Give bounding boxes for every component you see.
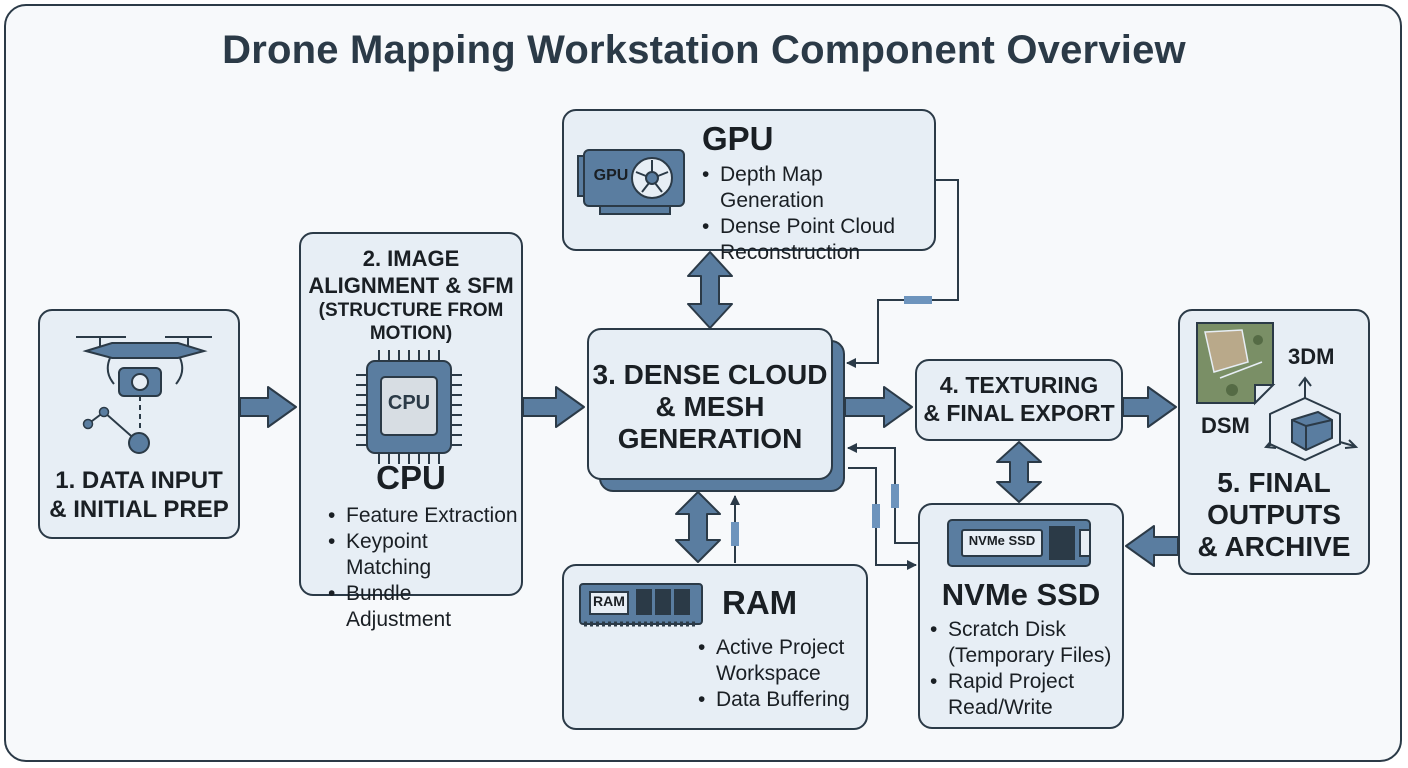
nvme-ssd-icon bbox=[947, 519, 1091, 567]
arrow-dense-ram-bidirectional bbox=[675, 491, 721, 563]
gpu-bullet: Depth Map Generation bbox=[702, 162, 928, 214]
outputs-title-line3: & ARCHIVE bbox=[1197, 531, 1351, 562]
outputs-title-line2: OUTPUTS bbox=[1207, 499, 1341, 530]
connector-ssd-to-dense-upper bbox=[847, 443, 918, 544]
diagram-title: Drone Mapping Workstation Component Over… bbox=[222, 28, 1186, 72]
dense-title-line1: 3. DENSE CLOUD bbox=[592, 359, 828, 390]
cpu-bullet: Feature Extraction bbox=[328, 503, 518, 529]
ram-bullet: Data Buffering bbox=[698, 687, 863, 713]
cpu-bullet-list: Feature Extraction Keypoint Matching Bun… bbox=[328, 503, 518, 633]
connector-ram-to-dense bbox=[730, 495, 740, 563]
cpu-title-line1: 2. IMAGE bbox=[362, 246, 460, 271]
texturing-title-line2: & FINAL EXPORT bbox=[923, 400, 1115, 426]
cpu-chip-icon bbox=[356, 350, 462, 464]
dense-title-line2: & MESH bbox=[655, 391, 765, 422]
connector-dense-to-ssd-lower bbox=[848, 467, 917, 570]
arrow-gpu-dense-bidirectional bbox=[687, 251, 733, 329]
texturing-box bbox=[915, 359, 1123, 441]
gpu-card-icon bbox=[577, 149, 685, 215]
arrow-cpu-to-dense bbox=[522, 386, 585, 428]
cpu-bullet: Keypoint Matching bbox=[328, 529, 518, 581]
data-input-title-line2: & INITIAL PREP bbox=[49, 496, 229, 523]
outputs-title-line1: 5. FINAL bbox=[1217, 467, 1331, 498]
ssd-drive-label: NVMe SSD bbox=[968, 533, 1036, 548]
ram-module-icon bbox=[579, 583, 703, 627]
arrow-dense-to-texturing bbox=[844, 386, 913, 428]
output-label-3dm: 3DM bbox=[1288, 344, 1335, 369]
gpu-card-label: GPU bbox=[593, 167, 629, 184]
arrow-texturing-ssd-bidirectional bbox=[996, 441, 1042, 503]
connector-gpu-to-dense bbox=[846, 179, 959, 368]
texturing-title-line1: 4. TEXTURING bbox=[939, 372, 1099, 398]
arrow-input-to-cpu bbox=[239, 386, 297, 428]
drone-icon bbox=[76, 336, 212, 397]
dense-box bbox=[587, 328, 833, 480]
cpu-title-line2: ALIGNMENT & SFM bbox=[308, 273, 514, 298]
3d-cube-icon bbox=[1263, 376, 1359, 462]
data-input-title-line1: 1. DATA INPUT bbox=[55, 467, 223, 494]
gpu-bullet-list: Depth Map Generation Dense Point CloudRe… bbox=[702, 162, 928, 266]
cpu-subtitle-line1: (STRUCTURE FROM bbox=[318, 300, 504, 321]
arrow-texturing-to-outputs bbox=[1122, 386, 1177, 428]
gpu-heading: GPU bbox=[702, 120, 774, 157]
cpu-heading: CPU bbox=[376, 459, 446, 496]
output-label-dsm: DSM bbox=[1201, 413, 1250, 438]
arrow-outputs-to-ssd bbox=[1125, 525, 1179, 567]
ssd-bullet: Scratch Disk(Temporary Files) bbox=[930, 617, 1120, 669]
cpu-bullet: Bundle Adjustment bbox=[328, 581, 518, 633]
node-graph-icon bbox=[82, 396, 150, 454]
map-sheet-icon bbox=[1196, 322, 1276, 406]
cpu-subtitle-line2: MOTION) bbox=[369, 323, 453, 344]
dense-title-line3: GENERATION bbox=[617, 423, 803, 454]
cpu-chip-label: CPU bbox=[387, 392, 431, 414]
ssd-bullet-list: Scratch Disk(Temporary Files) Rapid Proj… bbox=[930, 617, 1120, 721]
ram-heading: RAM bbox=[722, 584, 798, 621]
ssd-heading: NVMe SSD bbox=[941, 577, 1101, 612]
ram-module-label: RAM bbox=[593, 593, 625, 609]
